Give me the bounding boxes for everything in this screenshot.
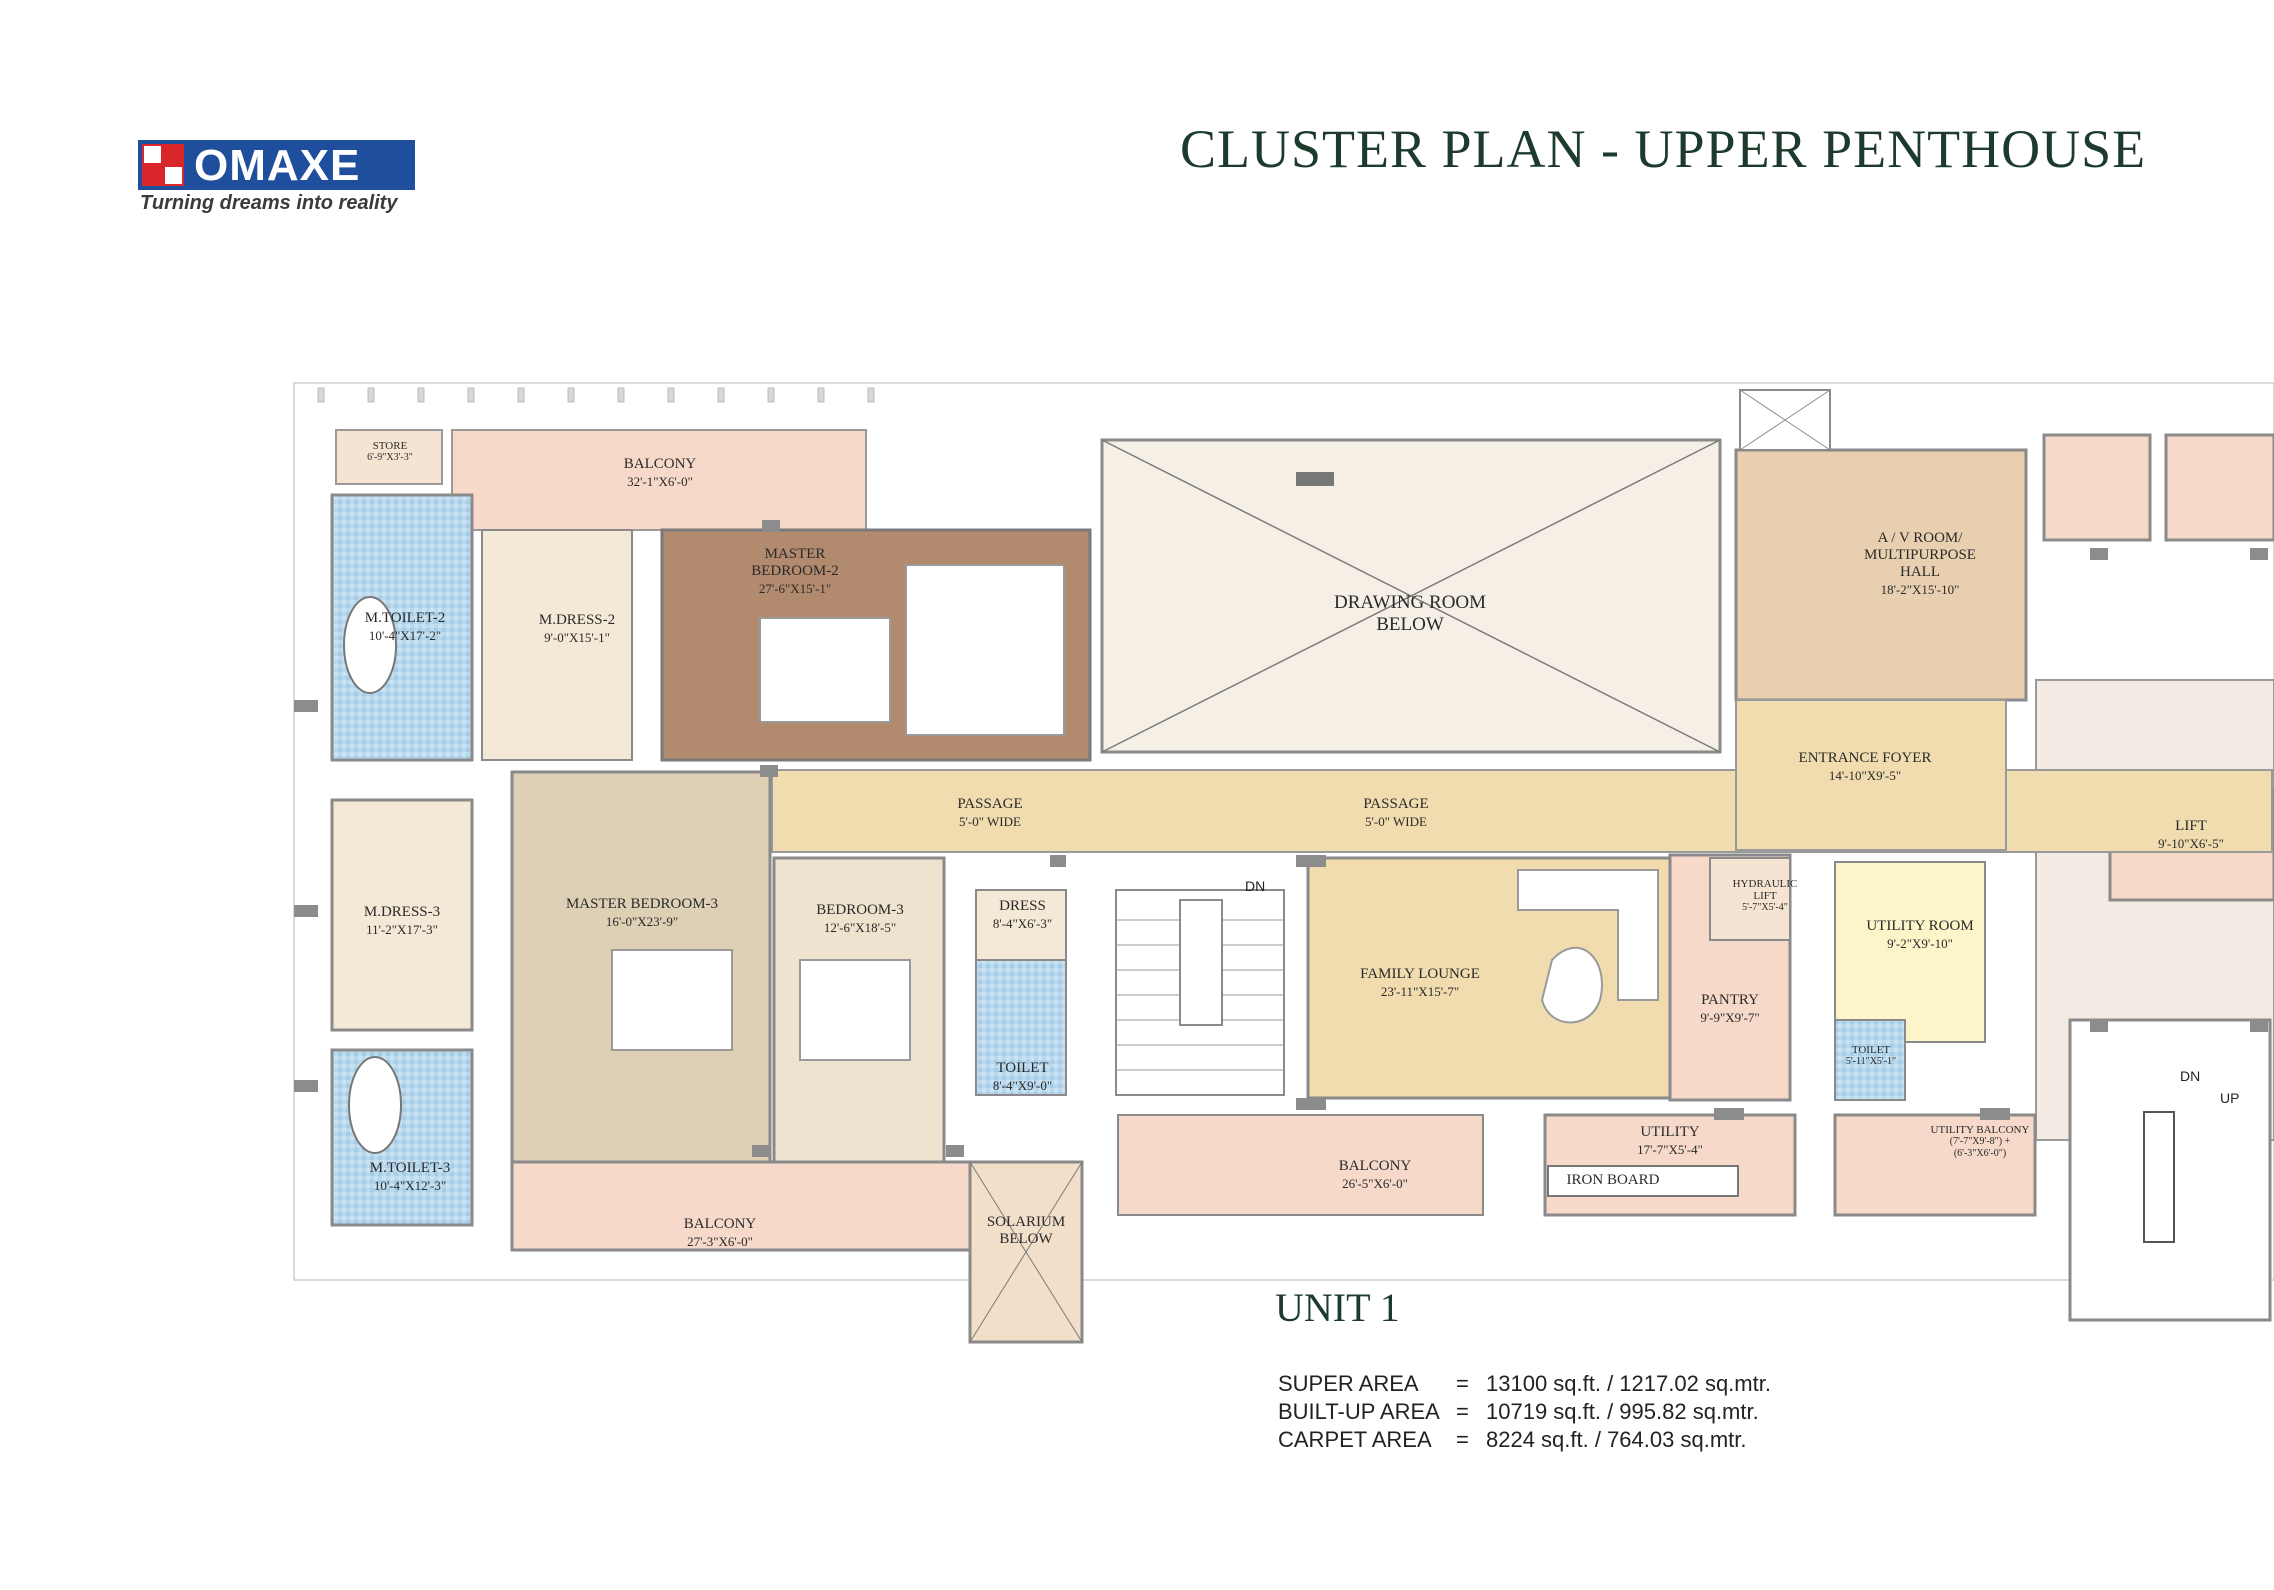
room-utility-balcony: UTILITY BALCONY(7'-7"X9'-8") + (6'-3"X6'… xyxy=(1930,1124,2030,1159)
floor-plan-drawing xyxy=(293,382,2274,1344)
logo-tagline: Turning dreams into reality xyxy=(140,192,398,214)
area-row-carpet: CARPET AREA=8224 sq.ft. / 764.03 sq.mtr. xyxy=(1278,1427,1747,1452)
stair-up-label: UP xyxy=(2220,1090,2240,1106)
logo-banner: OMAXE xyxy=(138,140,415,190)
stair-dn-label-right: DN xyxy=(2180,1068,2201,1084)
logo-wordmark: OMAXE xyxy=(194,141,361,190)
area-row-built-up: BUILT-UP AREA=10719 sq.ft. / 995.82 sq.m… xyxy=(1278,1399,1759,1424)
area-table: SUPER AREA=13100 sq.ft. / 1217.02 sq.mtr… xyxy=(1278,1370,1771,1454)
page-title: CLUSTER PLAN - UPPER PENTHOUSE xyxy=(1180,119,2147,179)
omaxe-logo: OMAXE Turning dreams into reality xyxy=(138,140,428,220)
logo-mark-icon xyxy=(142,144,184,186)
unit-label: UNIT 1 xyxy=(1275,1285,1400,1330)
area-row-super: SUPER AREA=13100 sq.ft. / 1217.02 sq.mtr… xyxy=(1278,1371,1771,1396)
stair-dn-label: DN xyxy=(1245,878,1266,894)
room-iron-board: IRON BOARD xyxy=(1566,1172,1660,1188)
